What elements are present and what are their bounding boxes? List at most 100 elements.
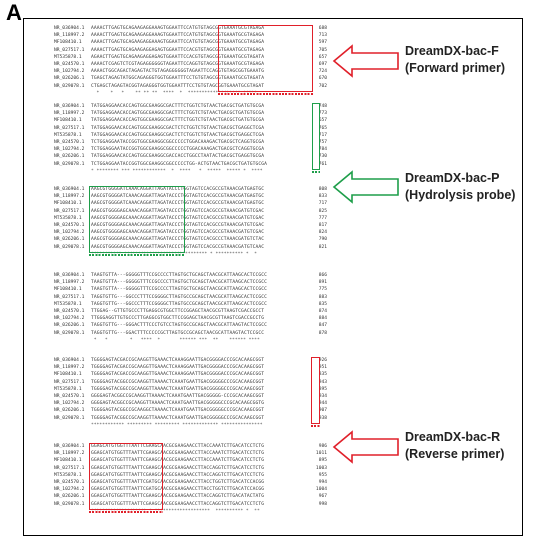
sequence-text: AAGCGTGGGGAGCAAACAGGATTAGATACCCTGGTAGTCC…	[91, 208, 265, 214]
reverse-primer-consensus-mark-part2	[89, 511, 163, 513]
sequence-text: AAAACTGGCAGACTAGAGTACTGTAGAGGGGGGTAGAATT…	[91, 69, 265, 75]
position-number: 761	[318, 161, 327, 167]
sequence-text: AAGCGTGGGGAGCAAACAGGATTAGATACCCTGGTAGTCC…	[91, 230, 265, 236]
position-number: 790	[318, 237, 327, 243]
accession-label: NR_118997.2	[54, 451, 85, 457]
sequence-text: GGAGCATGTGGTTTAATTCGAAGCAACGCGAAGAACCTTA…	[91, 444, 265, 449]
accession-label: NR_118997.2	[54, 365, 85, 371]
position-number: 808	[318, 187, 327, 192]
accession-label: NR_102794.2	[54, 230, 85, 236]
position-number: 670	[318, 76, 327, 82]
accession-label: NR_026206.1	[54, 323, 85, 329]
accession-label: NR_027517.1	[54, 47, 85, 53]
accession-label: MT535878.1	[54, 132, 82, 138]
sequence-text: TTGGAG--GTTGTGCCCTTGAGGCGTGGCTTCCGGAGCTA…	[91, 308, 265, 314]
accession-label: NR_027517.1	[54, 465, 85, 471]
panel-letter: A	[6, 0, 22, 25]
accession-label: NR_036904.1	[54, 104, 85, 109]
forward-primer-consensus-mark	[218, 93, 313, 95]
accession-label: MF108410.1	[54, 118, 82, 124]
sequence-row: NR_026206.1 TATGGAGGAACACCAGTGGCGAAGGCGAC…	[54, 153, 329, 160]
accession-label: NR_026206.1	[54, 154, 85, 160]
accession-label: NR_102794.2	[54, 487, 85, 493]
sequence-text: AAGCGTGGGGAGCAAACAGGATTAGATACCCTGGTAGTCC…	[91, 222, 265, 228]
reverse-primer-arrow-icon	[332, 430, 399, 464]
sequence-text: TGGGGAGTACGGCCGCAAGGCTAAAACTCAAATGAATTGA…	[91, 408, 265, 414]
reverse-primer-desc: (Reverse primer)	[405, 447, 505, 461]
accession-label: NR_036904.1	[54, 273, 85, 278]
sequence-text: GGAGCATGTGGTTTAATTCGAAGCAACGCGAAGAACCTTA…	[91, 458, 265, 464]
sequence-text: GGAGCATGTGGTTTAATTCGAAGCAACGCGAAGAACCTTA…	[91, 451, 265, 457]
sequence-text: TATGGAGGAACACCAGTGGCGAAGGCGACTCTCTGGTCTG…	[91, 125, 265, 131]
sequence-row: NR_024570.1 TCTGGAGGAATACCGGTGGCGAAGGCGGC…	[54, 139, 329, 146]
position-number: 705	[318, 47, 327, 53]
sequence-text: GGGGAGTACGGCCGCAAGGTTAAAACTCAAATGAATTGAC…	[91, 401, 265, 407]
position-number: 895	[318, 386, 327, 392]
forward-primer-box	[218, 25, 313, 92]
accession-label: MF108410.1	[54, 458, 82, 464]
sequence-text: TCTGGAGGAATACCGGTGGCGAAGGCGGCCCCCTGGACAA…	[91, 139, 265, 145]
accession-label: NR_029078.1	[54, 244, 85, 250]
figure-frame	[23, 18, 523, 536]
accession-label: NR_029078.1	[54, 415, 85, 421]
accession-label: NR_036904.1	[54, 444, 85, 449]
accession-label: NR_026206.1	[54, 494, 85, 500]
reverse-primer-consensus-mark-part1	[311, 425, 320, 427]
sequence-text: GGGGAGTACGGCCGCAAGGTTAAAACTCAAATGAATTGAC…	[91, 393, 265, 399]
consensus-line: * ******** *** ************ * **** * ***…	[91, 168, 263, 174]
sequence-text: GGAGCATGTGGTTTAATTCGAAGCAACGCGAAGAACCTTA…	[91, 494, 265, 500]
position-number: 775	[318, 287, 327, 293]
accession-label: NR_024570.1	[54, 61, 85, 67]
position-number: 998	[318, 501, 327, 507]
sequence-text: AAGCGTGGGGAGCAAACAGGATTAGATACCCTGGTAGTCC…	[91, 237, 265, 243]
position-number: 717	[318, 201, 327, 207]
position-number: 773	[318, 111, 327, 117]
position-number: 1004	[315, 487, 327, 493]
position-number: 825	[318, 208, 327, 214]
forward-primer-desc: (Forward primer)	[405, 61, 506, 75]
position-number: 943	[318, 379, 327, 385]
sequence-text: TGGGGAGTACGACCGCAAGGTTGAAACTCAAAGGAATTGA…	[91, 372, 265, 378]
probe-label: DreamDX-bac-P (Hydrolysis probe)	[405, 170, 515, 204]
forward-primer-arrow-icon	[332, 44, 399, 78]
accession-label: NR_024570.1	[54, 222, 85, 228]
position-number: 730	[318, 154, 327, 160]
accession-label: NR_102794.2	[54, 69, 85, 75]
sequence-row: NR_102794.2 AAGCGTGGGGAGCAAACAGGATTAGATAC…	[54, 229, 329, 236]
accession-label: NR_029078.1	[54, 330, 85, 336]
sequence-text: AAAACTTGAGTGCAGAAGAGGAAAGTGGAATTCCATGTGT…	[91, 26, 265, 31]
sequence-row: NR_026206.1 GGAGCATGTGGTTTAATTCGAAGCAACGC…	[54, 493, 329, 500]
accession-label: NR_024570.1	[54, 479, 85, 485]
position-number: 688	[318, 26, 327, 31]
sequence-text: TATGGAGGAACACCAGTGGCGAAGGCGACCACCTGGCCTA…	[91, 154, 265, 160]
accession-label: NR_036904.1	[54, 26, 85, 31]
position-number: 944	[318, 401, 327, 407]
position-number: 817	[318, 222, 327, 228]
accession-label: NR_024570.1	[54, 139, 85, 145]
accession-label: NR_102794.2	[54, 147, 85, 153]
position-number: 835	[318, 372, 327, 378]
accession-label: NR_118997.2	[54, 280, 85, 286]
position-number: 657	[318, 54, 327, 60]
position-number: 777	[318, 215, 327, 221]
probe-consensus-mark-part2	[89, 254, 185, 256]
consensus-line: ************ ********* ********* *******…	[91, 422, 263, 428]
